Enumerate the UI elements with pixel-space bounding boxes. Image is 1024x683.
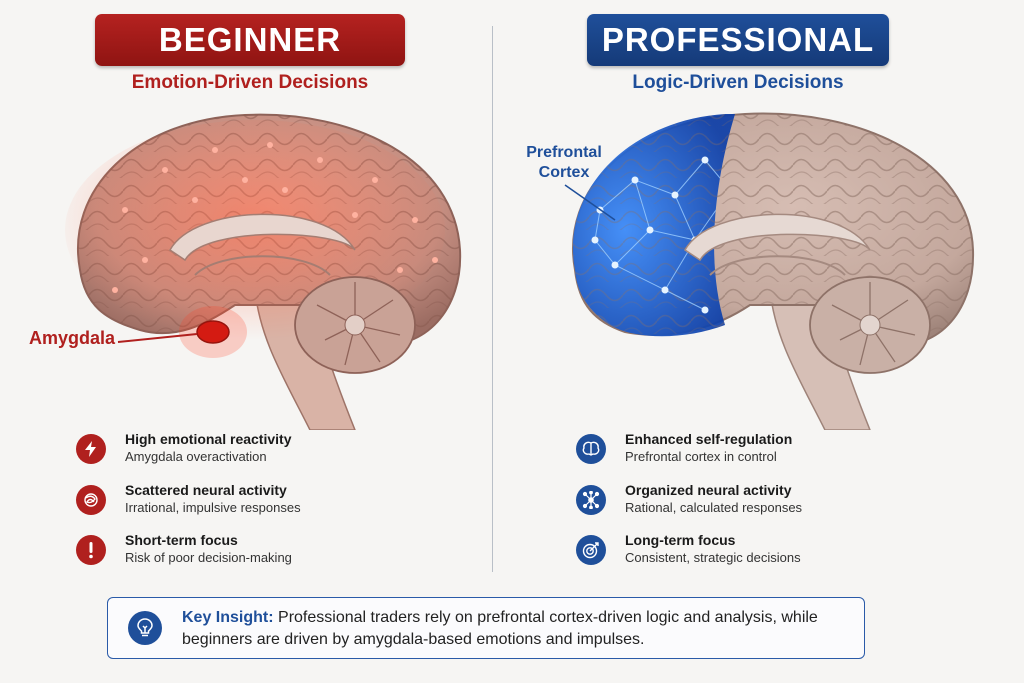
callout-line-1: Prefrontal (526, 144, 602, 161)
feature-title: High emotional reactivity (125, 431, 292, 447)
beginner-badge: BEGINNER (95, 14, 405, 66)
feature-desc: Consistent, strategic decisions (625, 550, 801, 565)
target-icon (576, 535, 606, 565)
lightbulb-icon (128, 611, 162, 645)
feature-desc: Rational, calculated responses (625, 500, 803, 515)
amygdala (196, 320, 230, 344)
beginner-feature-3: Short-term focus Risk of poor decision-m… (76, 531, 292, 567)
feature-desc: Risk of poor decision-making (125, 550, 292, 565)
tangled-neuron-icon (76, 485, 106, 515)
key-insight-body: Professional traders rely on prefrontal … (182, 609, 818, 648)
beginner-feature-1: High emotional reactivity Amygdala overa… (76, 430, 291, 466)
network-icon (576, 485, 606, 515)
exclamation-icon (76, 535, 106, 565)
professional-brain-illustration (564, 112, 975, 430)
feature-title: Scattered neural activity (125, 482, 287, 498)
professional-subtitle: Logic-Driven Decisions (632, 72, 844, 93)
beginner-brain-illustration (65, 113, 462, 430)
beginner-subtitle: Emotion-Driven Decisions (131, 72, 369, 93)
feature-desc: Irrational, impulsive responses (125, 500, 301, 515)
brain-icon (576, 434, 606, 464)
feature-title: Long-term focus (625, 532, 736, 548)
feature-title: Organized neural activity (625, 482, 792, 498)
professional-badge: PROFESSIONAL (587, 14, 889, 66)
cerebellum (809, 276, 931, 374)
professional-feature-1: Enhanced self-regulation Prefrontal cort… (576, 430, 792, 466)
key-insight-box: Key Insight: Professional traders rely o… (107, 597, 865, 659)
professional-feature-3: Long-term focus Consistent, strategic de… (576, 531, 801, 567)
feature-desc: Prefrontal cortex in control (625, 449, 777, 464)
feature-desc: Amygdala overactivation (125, 449, 267, 464)
professional-feature-2: Organized neural activity Rational, calc… (576, 481, 802, 517)
center-divider (492, 26, 493, 572)
feature-title: Enhanced self-regulation (625, 431, 793, 447)
amygdala-callout: Amygdala (29, 328, 116, 348)
callout-line-2: Cortex (538, 164, 590, 181)
feature-title: Short-term focus (125, 532, 238, 548)
beginner-feature-2: Scattered neural activity Irrational, im… (76, 481, 301, 517)
cerebellum (294, 276, 416, 374)
lightning-icon (76, 434, 106, 464)
key-insight-text: Key Insight: Professional traders rely o… (182, 607, 852, 651)
key-insight-heading: Key Insight: (182, 609, 274, 626)
prefrontal-cortex-callout: Prefrontal Cortex (514, 143, 614, 183)
